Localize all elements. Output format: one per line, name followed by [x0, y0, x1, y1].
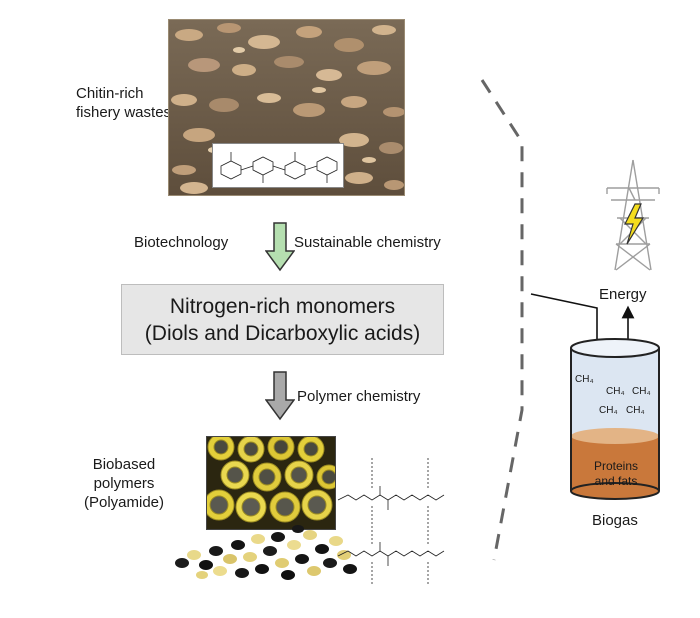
polymers-label-line3: (Polyamide) [83, 494, 165, 511]
sustainable-chemistry-label: Sustainable chemistry [294, 234, 441, 251]
polyamide-structure [336, 458, 451, 586]
green-down-arrow-icon [265, 222, 295, 272]
polyamide-pellets-image [170, 515, 360, 585]
sediment-label-line2: and fats [594, 474, 638, 488]
gray-down-arrow-icon [265, 371, 295, 421]
sediment-label-line1: Proteins [593, 459, 639, 473]
ch4-label: CH₄ [599, 405, 618, 416]
ch4-label: CH₄ [626, 405, 645, 416]
dashed-divider [480, 79, 524, 561]
ch4-label: CH₄ [606, 386, 625, 397]
monomers-title: Nitrogen-rich monomers [169, 294, 396, 318]
biotechnology-label: Biotechnology [134, 234, 229, 251]
lightning-bolt-icon [624, 203, 645, 245]
ch4-label: CH₄ [632, 386, 651, 397]
polymers-label-line2: polymers [93, 475, 155, 492]
ch4-label: CH₄ [575, 374, 594, 385]
wastes-label: Chitin-rich fishery wastes [76, 84, 171, 122]
polymers-label-line1: Biobased [92, 456, 156, 473]
polymers-label: Biobased polymers (Polyamide) [74, 455, 174, 512]
power-pylon-icon [606, 159, 660, 271]
biogas-label: Biogas [592, 512, 638, 529]
sediment-label: Proteins and fats [578, 459, 654, 489]
monomers-subtitle: (Diols and Dicarboxylic acids) [144, 321, 421, 345]
wastes-label-line2: fishery wastes [76, 104, 172, 121]
energy-label: Energy [599, 286, 647, 303]
polyamide-pipes-photo [206, 436, 336, 530]
biogas-reactor [570, 338, 660, 500]
chitin-structure-inset [212, 143, 344, 188]
wastes-label-line1: Chitin-rich [76, 85, 144, 102]
monomers-box: Nitrogen-rich monomers (Diols and Dicarb… [121, 284, 444, 355]
polymer-chemistry-label: Polymer chemistry [297, 388, 421, 405]
